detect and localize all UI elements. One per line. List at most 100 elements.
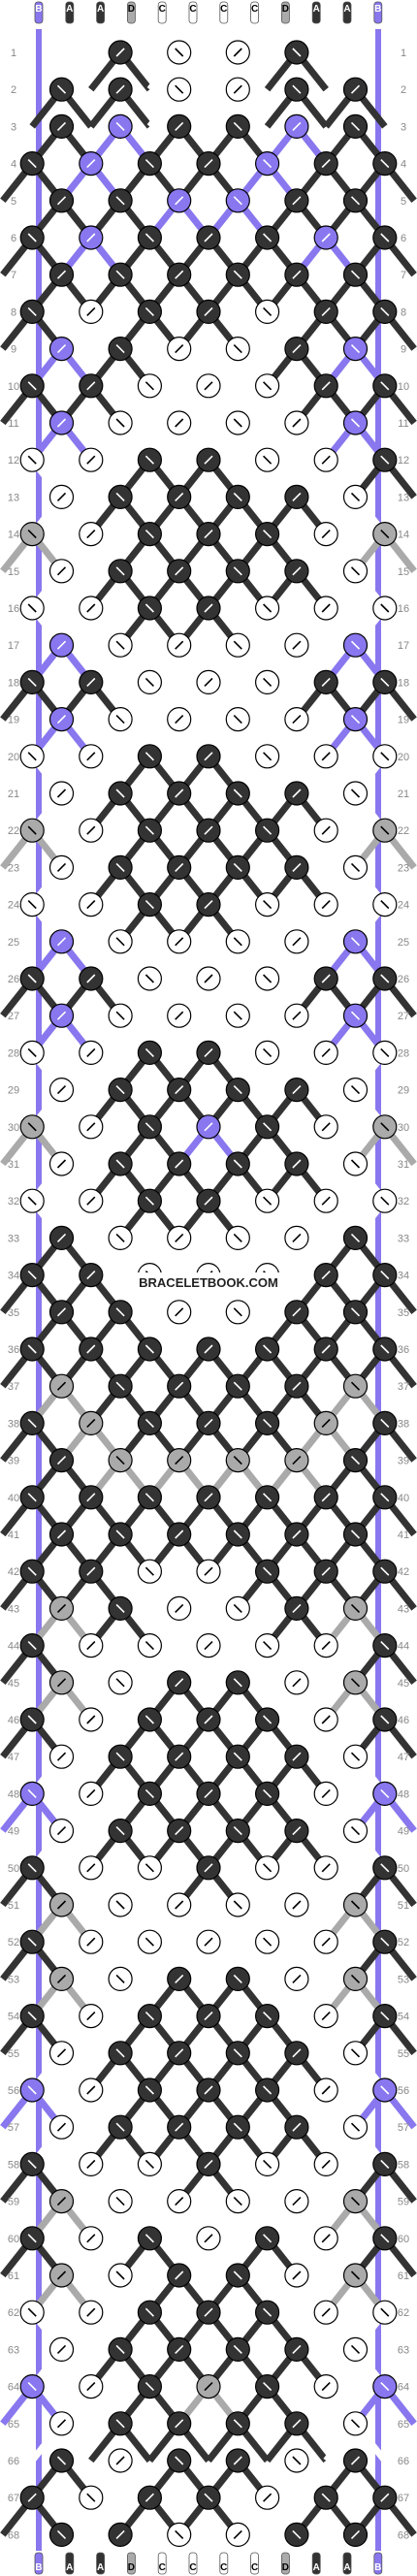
row-number-right: 47 — [398, 1752, 409, 1763]
knot-arrow-icon — [263, 1788, 273, 1798]
knot-arrow-icon — [350, 1011, 361, 1020]
knot-arrow-icon — [175, 2122, 184, 2132]
knot-arrow-icon — [263, 1863, 273, 1873]
row-number-left: 57 — [8, 2122, 19, 2134]
knot-arrow-icon — [27, 900, 37, 910]
row-number-left: 2 — [11, 84, 16, 96]
knot-arrow-icon — [175, 1530, 184, 1539]
knot-arrow-icon — [292, 1530, 302, 1539]
knot-arrow-icon — [115, 2529, 125, 2539]
knot-arrow-icon — [350, 1752, 361, 1761]
knot-arrow-icon — [233, 1900, 242, 1910]
knot-arrow-icon — [175, 2344, 184, 2354]
knot-arrow-icon — [204, 381, 213, 391]
string-letter-top: D — [128, 4, 135, 15]
knot-arrow-icon — [204, 825, 213, 835]
knot-arrow-icon — [292, 1159, 302, 1169]
knot-arrow-icon — [204, 2234, 213, 2243]
knot-arrow-icon — [321, 1344, 331, 1354]
row-number-left: 63 — [8, 2344, 19, 2356]
knot-arrow-icon — [380, 677, 390, 687]
knot-arrow-icon — [175, 862, 184, 872]
knot-arrow-icon — [86, 2159, 96, 2169]
string-letter-bottom: A — [97, 2562, 104, 2573]
knot-arrow-icon — [175, 1233, 184, 1242]
knot-arrow-icon — [263, 1715, 273, 1724]
knot-arrow-icon — [27, 2307, 37, 2317]
string-end-bottom — [96, 2552, 105, 2575]
knot-arrow-icon — [350, 2419, 361, 2429]
row-number-left: 20 — [8, 752, 19, 763]
knot-arrow-icon — [56, 715, 67, 724]
row-number-left: 9 — [11, 344, 16, 356]
knot-arrow-icon — [263, 1418, 273, 1428]
knot-arrow-icon — [263, 1344, 273, 1354]
knot-arrow-icon — [27, 1122, 37, 1132]
knot-arrow-icon — [56, 196, 67, 206]
knot-arrow-icon — [115, 2048, 125, 2058]
string-letter-top: C — [189, 4, 196, 15]
knot-arrow-icon — [86, 752, 96, 761]
knot-arrow-icon — [292, 2456, 302, 2465]
knot-arrow-icon — [380, 1566, 390, 1576]
string-letter-bottom: B — [35, 2562, 42, 2573]
knot-arrow-icon — [115, 270, 125, 279]
row-number-left: 10 — [8, 381, 19, 393]
knot-arrow-icon — [204, 974, 213, 983]
knot-arrow-icon — [175, 2419, 184, 2429]
knot-arrow-icon — [233, 1678, 242, 1688]
knot-arrow-icon — [292, 196, 302, 206]
knot-arrow-icon — [27, 752, 37, 761]
knot-arrow-icon — [263, 1493, 273, 1502]
knot-arrow-icon — [115, 1233, 125, 1242]
row-number-right: 7 — [401, 270, 406, 281]
knot-arrow-icon — [292, 84, 302, 94]
knot-arrow-icon — [175, 1974, 184, 1983]
row-number-left: 52 — [8, 1937, 19, 1948]
knot-arrow-icon — [321, 1715, 331, 1724]
knot-arrow-icon — [56, 789, 67, 798]
knot-arrow-icon — [380, 1196, 390, 1206]
string-letter-bottom: A — [313, 2562, 320, 2573]
row-number-left: 21 — [8, 789, 19, 800]
knot-arrow-icon — [292, 121, 302, 131]
string-letter-top: C — [251, 4, 258, 15]
string-letter-bottom: C — [189, 2562, 196, 2573]
knot-arrow-icon — [321, 306, 331, 316]
knot-arrow-icon — [115, 640, 125, 650]
row-number-right: 34 — [398, 1271, 409, 1282]
row-number-right: 53 — [398, 1974, 409, 1985]
row-number-right: 37 — [398, 1381, 409, 1393]
knot-arrow-icon — [144, 2382, 154, 2392]
row-number-right: 45 — [398, 1678, 409, 1690]
knot-arrow-icon — [144, 2159, 154, 2169]
knot-arrow-icon — [56, 1307, 67, 1317]
row-number-left: 40 — [8, 1493, 19, 1504]
row-number-left: 5 — [11, 196, 16, 208]
knot-arrow-icon — [27, 1493, 37, 1502]
knot-arrow-icon — [292, 270, 302, 279]
row-number-right: 4 — [401, 159, 406, 171]
knot-arrow-icon — [56, 1678, 67, 1688]
row-number-right: 60 — [398, 2234, 409, 2245]
string-letter-top: A — [97, 4, 104, 15]
row-number-right: 32 — [398, 1196, 409, 1208]
knot-arrow-icon — [204, 1196, 213, 1206]
knot-arrow-icon — [144, 159, 154, 169]
knot-arrow-icon — [350, 84, 361, 94]
string-end-top — [126, 1, 136, 24]
row-number-left: 13 — [8, 492, 19, 503]
knot-arrow-icon — [292, 418, 302, 428]
knot-arrow-icon — [292, 2344, 302, 2354]
knot-arrow-icon — [175, 121, 184, 131]
row-number-left: 31 — [8, 1159, 19, 1171]
knot-arrow-icon — [292, 2270, 302, 2280]
knot-arrow-icon — [380, 603, 390, 613]
string-end-top — [219, 1, 229, 24]
knot-arrow-icon — [233, 1159, 242, 1169]
knot-arrow-icon — [56, 862, 67, 872]
knot-arrow-icon — [233, 789, 242, 798]
knot-arrow-icon — [263, 159, 273, 169]
knot-arrow-icon — [321, 2234, 331, 2243]
knot-arrow-icon — [175, 2529, 184, 2539]
